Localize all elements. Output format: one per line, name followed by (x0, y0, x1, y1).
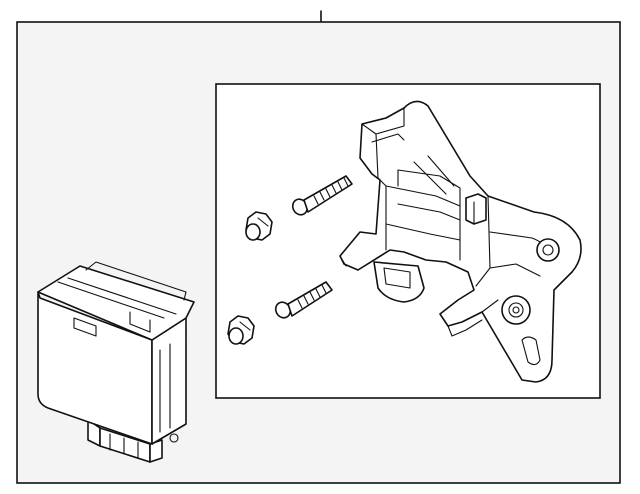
nut-icon (245, 211, 273, 241)
radar-sensor-module-icon (37, 261, 195, 463)
bracket-icon (339, 100, 582, 383)
screw-icon (274, 281, 333, 319)
screw-icon (291, 175, 353, 216)
nut-icon (227, 315, 255, 345)
